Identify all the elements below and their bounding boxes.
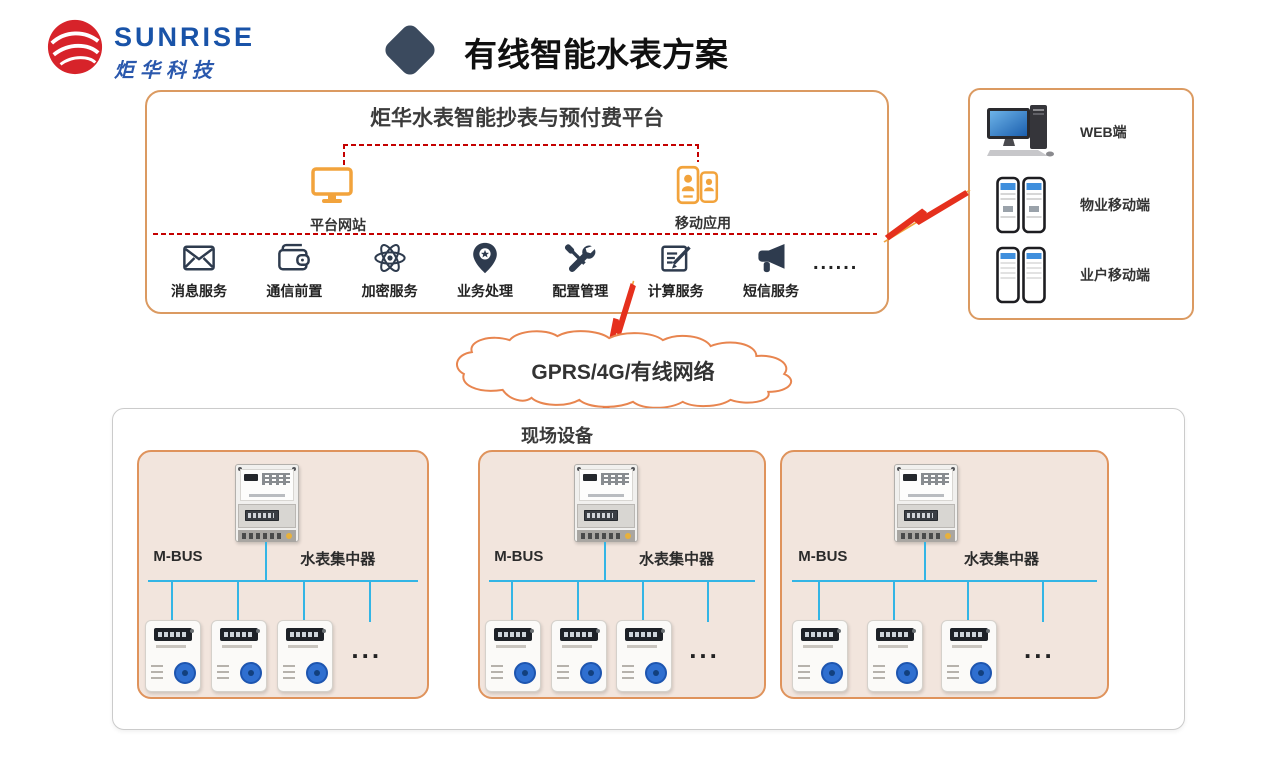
- dual-phones-icon: [996, 246, 1046, 304]
- mbus-bus-line: [488, 580, 756, 582]
- service-label: 配置管理: [552, 283, 609, 299]
- bus-drop-line: [817, 580, 820, 622]
- desktop-computer-icon: [987, 105, 1054, 157]
- services-ellipsis: ......: [813, 252, 859, 274]
- water-meter: [866, 620, 923, 692]
- network-cloud: GPRS/4G/有线网络: [448, 328, 826, 409]
- monitor-icon: [311, 167, 353, 203]
- platform-website-node: 平台网站: [310, 166, 366, 235]
- bus-drop-line: [924, 542, 926, 580]
- bus-drop-line: [707, 580, 710, 622]
- dual-phones-icon: [996, 176, 1046, 234]
- service-label: 短信服务: [742, 283, 799, 299]
- mobile-app-icon: [676, 165, 719, 205]
- water-meter: [941, 620, 998, 692]
- bus-drop-line: [264, 542, 267, 580]
- concentrator-device: [234, 464, 299, 542]
- clients-panel: WEB端 物业移动端: [968, 88, 1194, 320]
- water-meter: [144, 620, 201, 692]
- wallet-icon: [278, 243, 311, 271]
- meter-group-2: M-BUS 水表集中器 ...: [478, 450, 766, 699]
- service-item: 业务处理: [447, 240, 523, 301]
- service-label: 消息服务: [171, 283, 227, 299]
- field-devices-title: 现场设备: [521, 426, 593, 446]
- mobile-app-node: 移动应用: [675, 164, 731, 233]
- bus-drop-line: [511, 580, 514, 622]
- bus-drop-line: [236, 580, 239, 622]
- concentrator-label: 水表集中器: [639, 551, 715, 568]
- platform-box: 炬华水表智能抄表与预付费平台 平台网站 移动: [145, 90, 889, 314]
- bus-drop-line: [303, 580, 306, 622]
- services-row: 消息服务 通信前置 加密服务: [161, 240, 809, 301]
- mbus-label: M-BUS: [798, 548, 848, 565]
- bus-drop-line: [1042, 580, 1044, 622]
- dashed-connector-left: [343, 144, 345, 166]
- client-tenant-mobile-label: 业户移动端: [1080, 267, 1150, 283]
- concentrator-label: 水表集中器: [964, 551, 1040, 568]
- brand-name: SUNRISE: [114, 22, 256, 52]
- tools-icon: [565, 244, 596, 272]
- client-tenant-mobile: 业户移动端: [984, 242, 1182, 308]
- bus-drop-line: [369, 580, 372, 622]
- meters-ellipsis: ...: [689, 634, 720, 664]
- client-property-mobile-label: 物业移动端: [1080, 197, 1150, 213]
- brand-block: SUNRISE 炬华科技: [114, 24, 255, 83]
- mbus-bus-line: [147, 580, 419, 582]
- dashed-connector-top: [343, 144, 699, 146]
- map-pin-icon: [473, 242, 497, 274]
- concentrator-device: [573, 464, 638, 542]
- client-web-label: WEB端: [1080, 124, 1127, 140]
- page-title: 有线智能水表方案: [464, 36, 728, 73]
- concentrator-label: 水表集中器: [300, 551, 376, 568]
- bus-drop-line: [641, 580, 644, 622]
- dashed-connector-right: [697, 144, 699, 162]
- service-label: 通信前置: [266, 283, 323, 299]
- cloud-icon: [456, 330, 793, 409]
- client-web: WEB端: [984, 100, 1182, 164]
- service-label: 加密服务: [361, 283, 418, 299]
- client-property-mobile: 物业移动端: [984, 172, 1182, 238]
- water-meter: [485, 620, 542, 692]
- sunrise-logo-icon: [46, 18, 104, 76]
- water-meter: [277, 620, 334, 692]
- service-item: 计算服务: [638, 240, 714, 301]
- cloud-label: GPRS/4G/有线网络: [531, 361, 715, 384]
- bus-drop-line: [892, 580, 895, 622]
- mbus-label: M-BUS: [153, 548, 203, 565]
- bus-drop-line: [170, 580, 173, 622]
- meters-ellipsis: ...: [1024, 634, 1055, 664]
- mbus-label: M-BUS: [494, 548, 544, 565]
- platform-website-label: 平台网站: [310, 217, 366, 233]
- meter-group-1: M-BUS 水表集中器 ...: [137, 450, 429, 699]
- water-meter: [791, 620, 848, 692]
- brand-subtitle: 炬华科技: [114, 60, 218, 82]
- title-diamond-icon: [381, 21, 439, 79]
- service-item: 通信前置: [256, 240, 332, 301]
- concentrator-device: [894, 464, 958, 542]
- meters-ellipsis: ...: [351, 634, 383, 664]
- bus-drop-line: [576, 580, 579, 622]
- platform-title: 炬华水表智能抄表与预付费平台: [370, 107, 664, 130]
- water-meter: [210, 620, 267, 692]
- service-item: 配置管理: [542, 240, 618, 301]
- lightning-bolt-icon: [883, 189, 971, 243]
- megaphone-icon: [758, 243, 785, 273]
- bus-drop-line: [967, 580, 970, 622]
- service-label: 业务处理: [456, 283, 513, 299]
- water-meter: [615, 620, 672, 692]
- mobile-app-label: 移动应用: [675, 215, 731, 231]
- bus-drop-line: [603, 542, 606, 580]
- service-item: 消息服务: [161, 240, 237, 301]
- atom-icon: [374, 244, 406, 272]
- envelope-icon: [183, 245, 215, 271]
- water-meter: [550, 620, 607, 692]
- meter-group-3: M-BUS 水表集中器 ...: [780, 450, 1109, 699]
- service-item: 加密服务: [352, 240, 428, 301]
- mbus-bus-line: [791, 580, 1098, 582]
- service-label: 计算服务: [647, 283, 704, 299]
- dashed-separator: [153, 233, 877, 235]
- service-item: 短信服务: [733, 240, 809, 301]
- document-pen-icon: [660, 245, 691, 272]
